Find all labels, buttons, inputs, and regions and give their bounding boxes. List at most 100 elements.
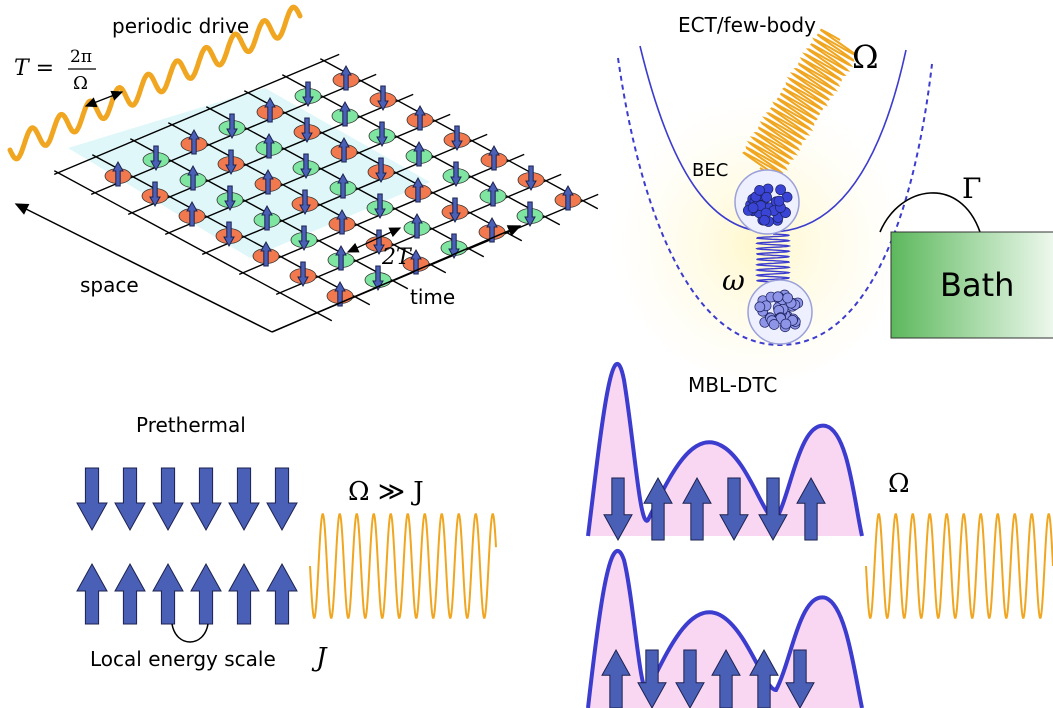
spin-down-arrow — [758, 477, 788, 542]
time-axis — [271, 225, 522, 333]
spin-down-arrow — [228, 467, 260, 532]
bec-bottom-atoms — [754, 289, 804, 333]
spin-down-arrow — [299, 189, 311, 216]
atom — [780, 318, 792, 330]
bec-top-atoms — [742, 183, 793, 227]
spin-down-arrow — [451, 125, 463, 152]
space-axis-label: space — [80, 273, 139, 297]
spin-down-arrow — [300, 153, 312, 180]
spin-down-arrow — [719, 477, 749, 542]
spin-up-arrow — [411, 212, 423, 239]
spin-down-arrow — [150, 145, 162, 172]
panel-periodic-drive: periodic drive T = 2π Ω space time 2T — [7, 4, 599, 333]
spin-down-arrow — [149, 181, 161, 208]
spin-up-arrow — [338, 136, 350, 163]
spin-down-arrow — [226, 113, 238, 140]
prethermal-drive-wave — [309, 513, 497, 619]
spin-up-arrow — [266, 562, 298, 625]
ect-drive-wave — [742, 28, 858, 180]
spin-up-arrow — [114, 562, 146, 625]
spin-up-arrow — [186, 200, 198, 227]
disorder-curve-top — [586, 361, 864, 537]
spin-up-arrow — [264, 96, 276, 123]
bath-box — [890, 231, 1053, 339]
mbl-omega-label: Ω — [888, 469, 910, 499]
period-arrow — [84, 90, 124, 108]
spin-down-arrow — [524, 201, 536, 228]
period-denominator: Ω — [73, 73, 88, 94]
spin-up-arrow — [336, 208, 348, 235]
coupling-spring — [754, 233, 792, 283]
mbl-title: MBL-DTC — [688, 373, 777, 397]
bec-label: BEC — [692, 160, 728, 181]
spin-up-arrow — [488, 144, 500, 171]
periodic-drive-title: periodic drive — [112, 14, 249, 38]
ect-small-omega-label: ω — [722, 264, 745, 297]
spin-up-arrow — [487, 180, 499, 207]
spin-down-arrow — [785, 649, 815, 708]
spin-up-arrow — [412, 176, 424, 203]
ect-omega-label: Ω — [852, 38, 879, 76]
spin-up-arrow — [263, 132, 275, 159]
atom — [747, 202, 759, 214]
local-energy-label: Local energy scale — [90, 647, 276, 671]
spin-up-arrow — [260, 240, 272, 267]
two-t-arrow — [346, 227, 402, 253]
spin-up-arrow — [190, 562, 222, 625]
two-t-label: 2T — [381, 245, 413, 270]
local-energy-arc — [171, 623, 209, 643]
spin-down-arrow — [225, 149, 237, 176]
spin-up-arrow — [413, 140, 425, 167]
spin-down-arrow — [301, 117, 313, 144]
spin-down-arrow — [448, 233, 460, 260]
mbl-spins — [601, 476, 826, 708]
atom — [773, 195, 785, 207]
panel-ect: ECT/few-body Ω BEC ω Γ Bath — [610, 13, 1053, 380]
spin-up-arrow — [187, 164, 199, 191]
spin-down-arrow — [603, 477, 633, 542]
drive-wave — [7, 4, 303, 162]
spin-down-arrow — [152, 467, 184, 532]
atom — [768, 319, 780, 330]
spin-up-arrow — [334, 280, 346, 307]
spin-down-arrow — [375, 157, 387, 184]
lattice-sites — [104, 64, 582, 307]
spin-up-arrow — [262, 168, 274, 195]
outer-potential — [617, 57, 933, 347]
spin-down-arrow — [76, 467, 108, 532]
spin-up-arrow — [562, 184, 574, 211]
spin-up-arrow — [339, 100, 351, 127]
spin-up-arrow — [337, 172, 349, 199]
spin-down-arrow — [450, 161, 462, 188]
prethermal-title: Prethermal — [136, 413, 246, 437]
spin-up-arrow — [152, 562, 184, 625]
mbl-drive-wave — [865, 513, 1053, 619]
atom — [759, 214, 770, 226]
spin-up-arrow — [340, 64, 352, 91]
spin-up-arrow — [486, 216, 498, 243]
disorder-curve-bottom — [586, 549, 864, 708]
spin-up-arrow — [601, 648, 631, 708]
spin-down-arrow — [302, 81, 314, 108]
spin-up-arrow — [414, 104, 426, 131]
atom — [782, 292, 793, 304]
spin-down-arrow — [376, 121, 388, 148]
atom — [754, 185, 765, 196]
spin-down-arrow — [637, 649, 667, 708]
spin-down-arrow — [190, 467, 222, 532]
spin-up-arrow — [228, 562, 260, 625]
spin-down-arrow — [377, 85, 389, 112]
ect-title: ECT/few-body — [678, 13, 816, 37]
spin-down-arrow — [224, 185, 236, 212]
prethermal-condition: Ω ≫ J — [348, 477, 424, 507]
spin-down-arrow — [372, 265, 384, 292]
spin-down-arrow — [297, 261, 309, 288]
bath-label: Bath — [940, 266, 1014, 304]
spin-up-arrow — [112, 160, 124, 187]
atom — [754, 301, 766, 313]
atom — [761, 191, 773, 203]
spin-up-arrow — [643, 476, 673, 541]
prethermal-spins — [76, 467, 298, 625]
atom — [772, 291, 784, 303]
